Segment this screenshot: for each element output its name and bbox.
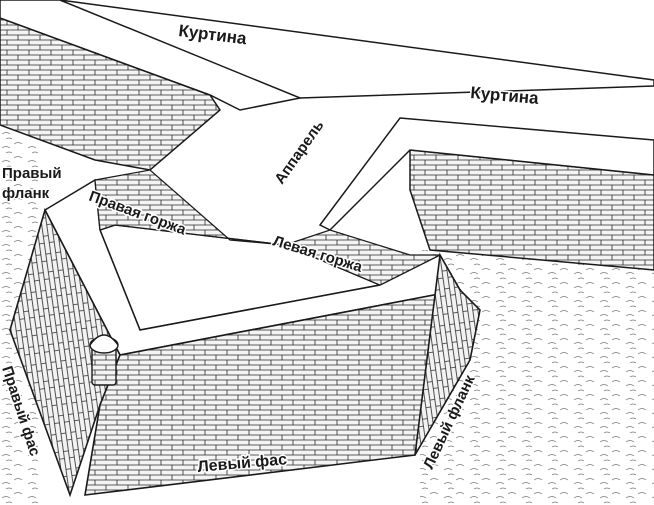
label-right-flank: Правый фланк bbox=[2, 165, 66, 202]
label-ramp: Аппарель bbox=[271, 117, 327, 187]
right-face-wall bbox=[9, 207, 121, 498]
curtain-top-band bbox=[59, 0, 654, 99]
left-flank-wall bbox=[414, 252, 481, 456]
curtain-right-parapet bbox=[318, 117, 654, 231]
sentry-box-icon bbox=[89, 334, 119, 386]
left-gorge-wall bbox=[283, 229, 441, 286]
left-face-wall bbox=[84, 288, 462, 496]
